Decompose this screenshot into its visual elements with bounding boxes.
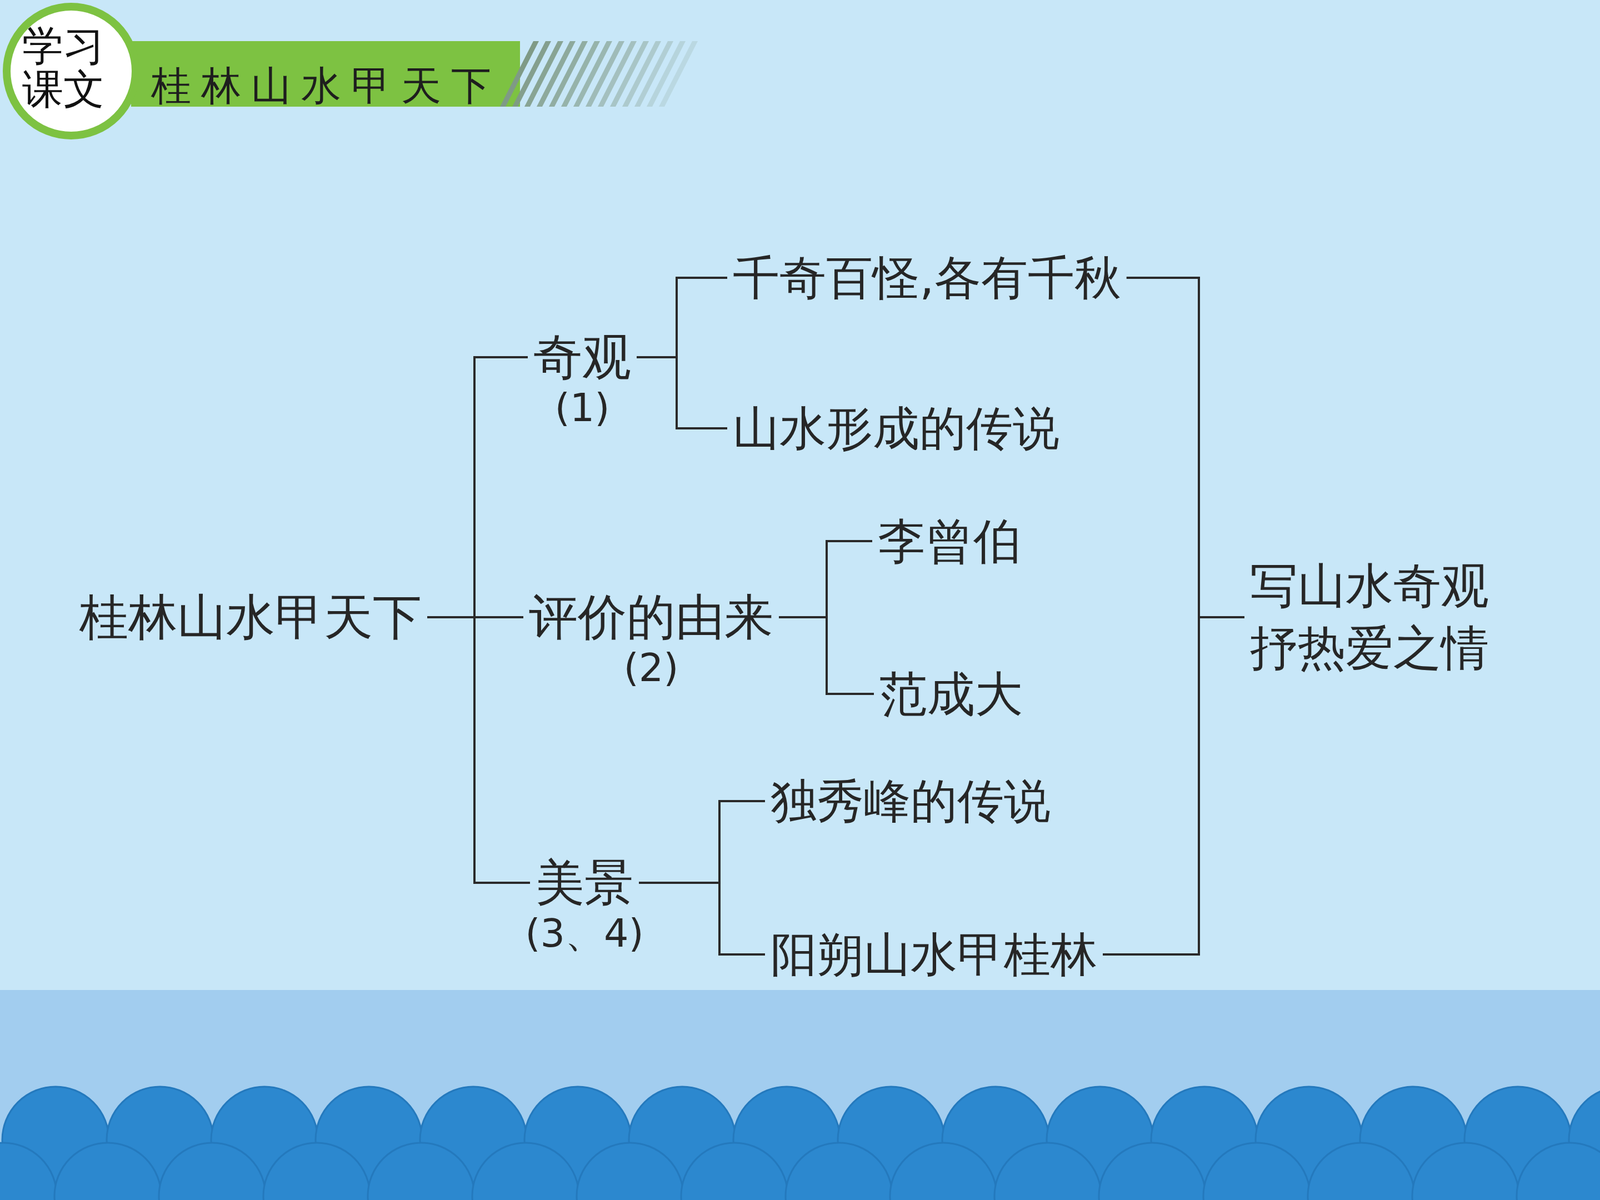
- connector-line: [778, 617, 874, 694]
- paragraph-number: (1): [554, 385, 610, 431]
- title-text: 桂林山水甲天下: [151, 65, 502, 106]
- paragraph-number: (2): [623, 645, 679, 691]
- wave-circle: [263, 1142, 370, 1200]
- banner-stripe: [658, 41, 698, 107]
- title-banner: [131, 41, 520, 107]
- connector-line: [1126, 277, 1245, 618]
- wave-circle: [994, 1142, 1102, 1200]
- term-text: 独秀峰的传说: [770, 774, 1051, 829]
- wave-circle: [1098, 1142, 1206, 1200]
- diagram-term: 独秀峰的传说: [770, 774, 1051, 829]
- wave-circle: [1203, 1142, 1310, 1200]
- connector-line: [636, 357, 728, 429]
- wave-circle: [576, 1142, 684, 1200]
- term-text: 阳朔山水甲桂林: [770, 927, 1098, 982]
- wave-circle: [785, 1142, 893, 1200]
- wave-circle: [1307, 1142, 1415, 1200]
- wave-circle: [1412, 1142, 1519, 1200]
- diagram-term: 美景(3、4): [525, 854, 644, 956]
- wave-circle: [0, 1142, 57, 1200]
- term-text: 美景: [535, 854, 634, 911]
- term-text: 评价的由来: [528, 588, 774, 645]
- banner-stripes: [500, 41, 698, 107]
- connector-line: [427, 357, 528, 618]
- diagram-term: 山水形成的传说: [732, 401, 1060, 456]
- wave-circle: [158, 1142, 266, 1200]
- connector-line: [638, 801, 765, 883]
- term-text: 写山水奇观 抒热爱之情: [1250, 555, 1518, 680]
- term-text: 千奇百怪,各有千秋: [732, 251, 1122, 305]
- wave-circle: [890, 1142, 997, 1200]
- connector-line: [427, 617, 530, 883]
- connector-line: [638, 882, 765, 955]
- diagram-term: 范成大: [879, 666, 1023, 722]
- diagram-term: 李曾伯: [877, 513, 1022, 569]
- paragraph-number: (3、4): [525, 911, 644, 957]
- wave-scallops: [0, 1086, 1600, 1200]
- wave-circle: [54, 1142, 162, 1200]
- diagram-term: 写山水奇观 抒热爱之情: [1250, 555, 1518, 680]
- connector-line: [636, 277, 728, 358]
- connector-line: [1102, 617, 1245, 955]
- term-text: 桂林山水甲天下: [79, 588, 422, 645]
- connector-line: [778, 541, 873, 618]
- term-text: 范成大: [879, 666, 1023, 722]
- wave-circle: [1516, 1142, 1600, 1200]
- badge-circle: [6, 6, 136, 136]
- diagram-term: 桂林山水甲天下: [79, 588, 422, 645]
- wave-circle: [367, 1142, 475, 1200]
- diagram-term: 千奇百怪,各有千秋: [732, 251, 1122, 305]
- term-text: 山水形成的传说: [732, 401, 1060, 456]
- term-text: 奇观: [533, 328, 632, 385]
- term-text: 李曾伯: [877, 513, 1022, 569]
- wave-circle: [472, 1142, 579, 1200]
- badge-label: 学习 课文: [22, 24, 109, 111]
- wave-circle: [681, 1142, 788, 1200]
- diagram-term: 评价的由来(2): [528, 588, 774, 690]
- diagram-term: 阳朔山水甲桂林: [770, 927, 1098, 982]
- diagram-term: 奇观(1): [533, 328, 632, 430]
